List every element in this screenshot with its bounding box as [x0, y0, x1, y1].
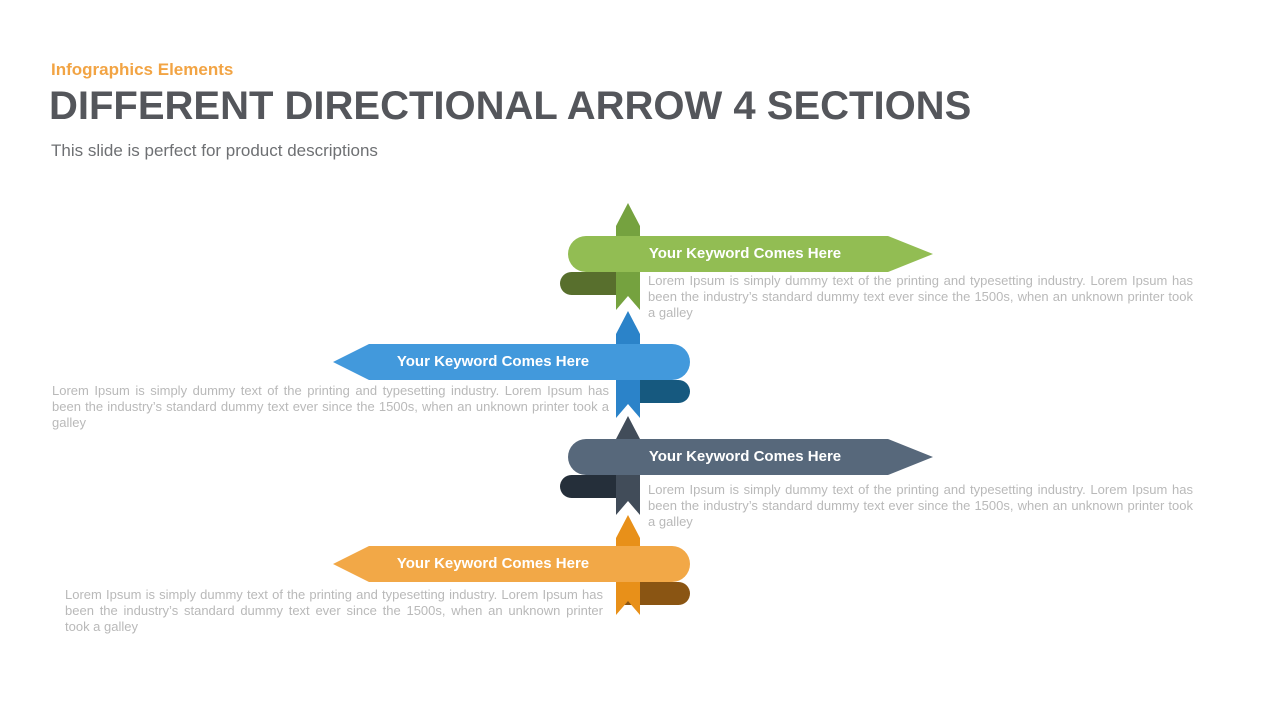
keyword-banner[interactable]: Your Keyword Comes Here	[333, 546, 690, 582]
arrow-tip-icon	[333, 344, 369, 380]
page-subtitle: This slide is perfect for product descri…	[51, 141, 378, 160]
keyword-banner[interactable]: Your Keyword Comes Here	[333, 344, 690, 380]
banner-body	[568, 236, 888, 272]
section-description: Lorem Ipsum is simply dummy text of the …	[648, 482, 1193, 529]
keyword-label: Your Keyword Comes Here	[396, 555, 590, 572]
keyword-label: Your Keyword Comes Here	[396, 353, 590, 370]
keyword-label: Your Keyword Comes Here	[648, 448, 842, 465]
arrow-tip-icon	[888, 439, 933, 475]
banner-body	[568, 439, 888, 475]
keyword-label: Your Keyword Comes Here	[648, 245, 842, 262]
arrow-tip-icon	[888, 236, 933, 272]
section-description: Lorem Ipsum is simply dummy text of the …	[648, 273, 1193, 320]
section-description: Lorem Ipsum is simply dummy text of the …	[65, 587, 603, 634]
page-title: DIFFERENT DIRECTIONAL ARROW 4 SECTIONS	[49, 84, 972, 128]
arrow-tip-icon	[333, 546, 369, 582]
banner-body	[369, 344, 690, 380]
banner-body	[369, 546, 690, 582]
section-description: Lorem Ipsum is simply dummy text of the …	[52, 383, 609, 430]
eyebrow-label: Infographics Elements	[51, 60, 234, 79]
keyword-banner[interactable]: Your Keyword Comes Here	[568, 236, 933, 272]
keyword-banner[interactable]: Your Keyword Comes Here	[568, 439, 933, 475]
